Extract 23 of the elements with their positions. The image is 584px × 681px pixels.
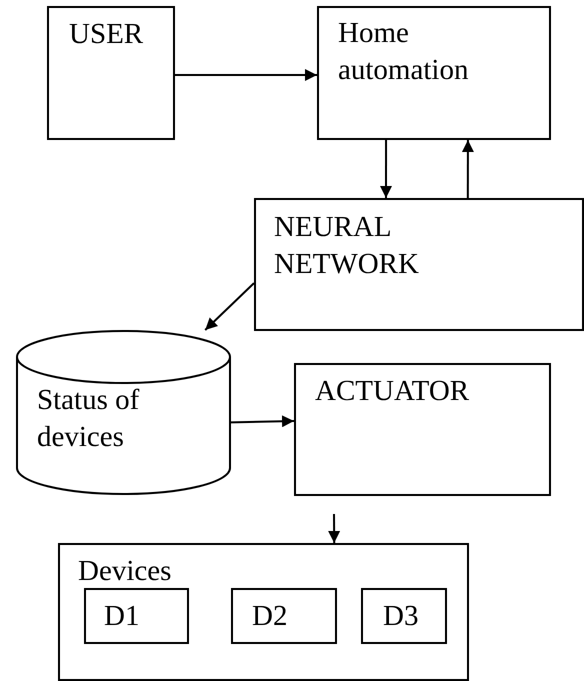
node-label: D1 [104, 599, 140, 634]
process-box [317, 6, 551, 140]
arrow [230, 415, 294, 428]
node-label: D3 [383, 599, 420, 634]
process-box [231, 588, 337, 644]
node-label: ACTUATOR [315, 374, 470, 409]
node-label: NEURAL NETWORK [274, 210, 420, 282]
arrow [204, 282, 255, 331]
arrow [175, 69, 317, 81]
arrow [380, 140, 392, 198]
process-box [294, 363, 551, 496]
group-label: Devices [78, 554, 172, 589]
process-box [58, 543, 469, 681]
process-box [254, 198, 584, 331]
node-label: D2 [252, 599, 288, 634]
node-label: Status of devices [37, 383, 140, 455]
node-label: USER [69, 17, 144, 52]
arrow [462, 140, 474, 198]
process-box [84, 588, 189, 644]
process-box [47, 6, 175, 140]
arrow [328, 514, 340, 543]
node-label: Home automation [338, 16, 470, 88]
process-box [361, 588, 447, 644]
